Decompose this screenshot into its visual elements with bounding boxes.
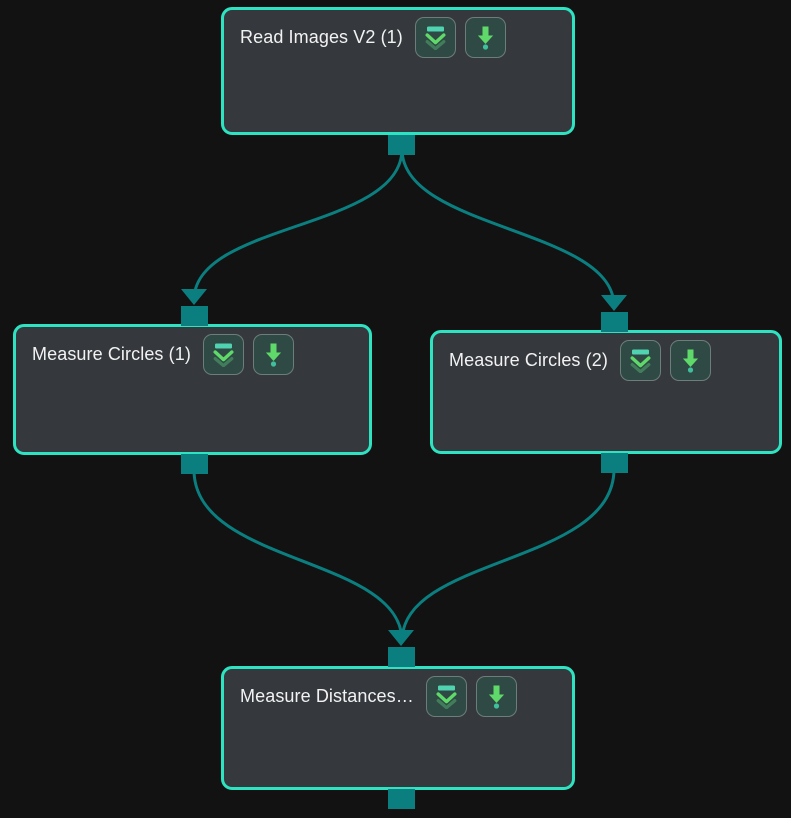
collapse-button[interactable] — [414, 16, 456, 58]
collapse-button[interactable] — [425, 675, 467, 717]
node-header: Measure Circles (1) — [16, 327, 369, 381]
download-arrow-icon — [473, 24, 498, 50]
port-arrowhead — [601, 295, 627, 311]
download-arrow-icon — [678, 347, 703, 373]
node-header: Read Images V2 (1) — [224, 10, 572, 64]
input-port[interactable] — [601, 312, 628, 332]
node-measure-circles-2[interactable]: Measure Circles (2) — [430, 330, 782, 454]
download-button[interactable] — [464, 16, 506, 58]
output-port[interactable] — [388, 789, 415, 809]
download-arrow-icon — [261, 341, 286, 367]
output-port[interactable] — [388, 135, 415, 155]
node-buttons — [202, 333, 294, 375]
node-measure-distances[interactable]: Measure Distances… — [221, 666, 575, 790]
collapse-chevrons-icon — [434, 683, 459, 709]
connection-edge[interactable] — [192, 469, 404, 642]
node-buttons — [414, 16, 506, 58]
node-measure-circles-1[interactable]: Measure Circles (1) — [13, 324, 372, 455]
node-title: Measure Circles (1) — [32, 343, 191, 364]
node-title: Measure Distances… — [240, 685, 414, 706]
node-read-images-v2-1[interactable]: Read Images V2 (1) — [221, 7, 575, 135]
node-title: Measure Circles (2) — [449, 349, 608, 370]
download-button[interactable] — [252, 333, 294, 375]
node-header: Measure Distances… — [224, 669, 572, 723]
collapse-chevrons-icon — [211, 341, 236, 367]
connection-edge[interactable] — [400, 148, 616, 307]
download-button[interactable] — [475, 675, 517, 717]
input-port[interactable] — [388, 647, 415, 667]
collapse-chevrons-icon — [628, 347, 653, 373]
download-button[interactable] — [669, 339, 711, 381]
node-header: Measure Circles (2) — [433, 333, 779, 387]
port-arrowhead — [388, 630, 414, 646]
port-arrowhead — [181, 289, 207, 305]
connection-edge[interactable] — [400, 468, 616, 642]
collapse-button[interactable] — [202, 333, 244, 375]
collapse-button[interactable] — [619, 339, 661, 381]
node-title: Read Images V2 (1) — [240, 26, 403, 47]
node-buttons — [619, 339, 711, 381]
node-buttons — [425, 675, 517, 717]
output-port[interactable] — [601, 453, 628, 473]
connection-edge[interactable] — [192, 148, 404, 301]
download-arrow-icon — [484, 683, 509, 709]
output-port[interactable] — [181, 454, 208, 474]
collapse-chevrons-icon — [423, 24, 448, 50]
input-port[interactable] — [181, 306, 208, 326]
